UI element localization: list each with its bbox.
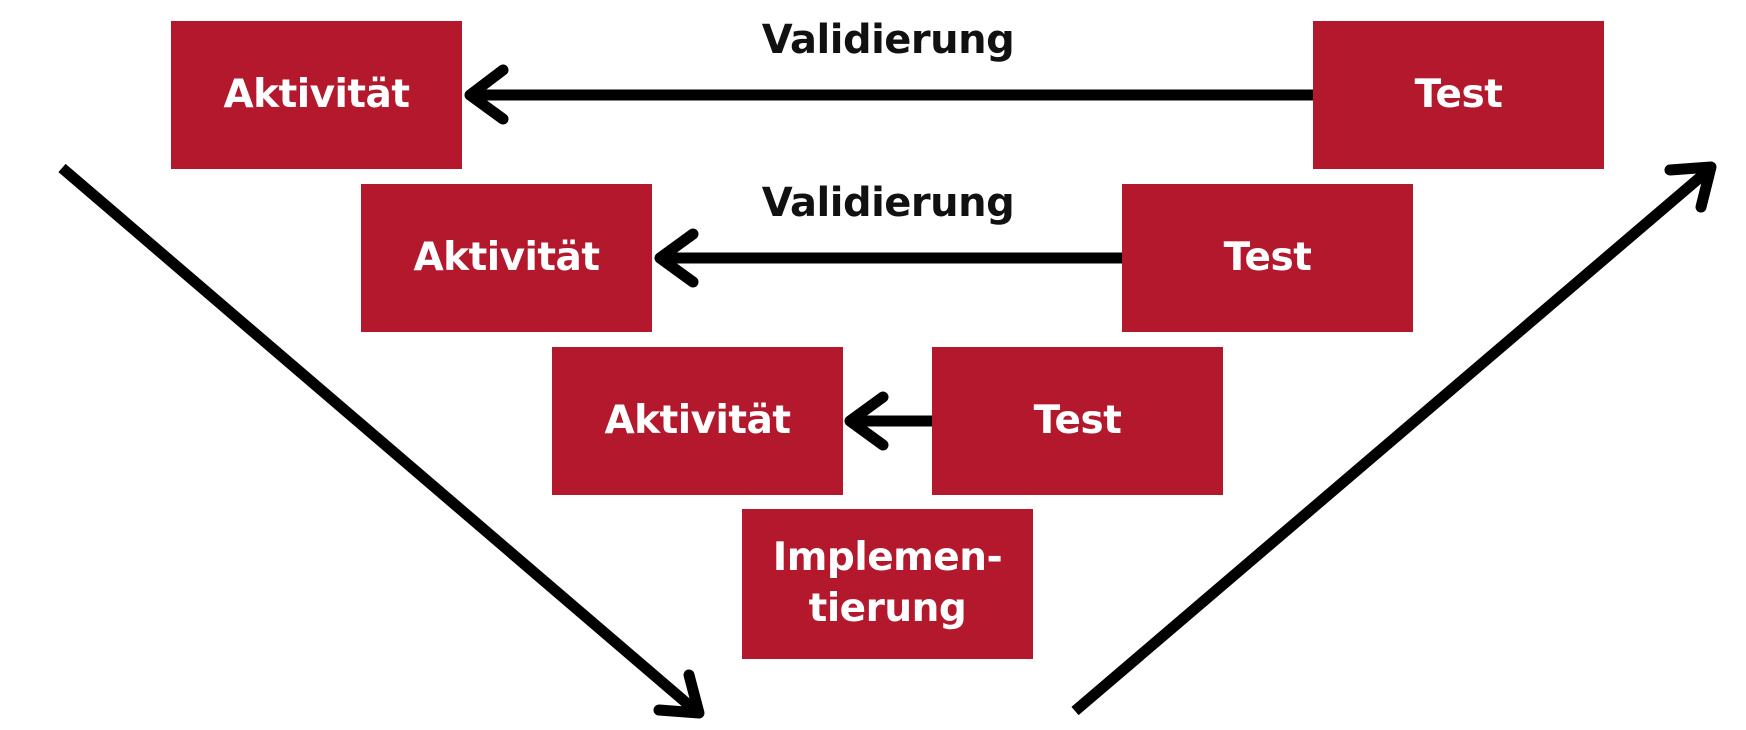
validation-arrowhead-3 [844, 391, 889, 451]
validation-arrowhead-2 [654, 228, 699, 288]
validation-arrowhead-1 [464, 64, 509, 125]
test-label-3: Test [1033, 397, 1122, 443]
activity-box-1: Aktivität [171, 21, 462, 169]
ascending-arrow [1071, 163, 1715, 716]
test-box-2: Test [1122, 184, 1413, 332]
implementation-label: Implemen- tierung [772, 535, 1003, 631]
test-box-1: Test [1313, 21, 1604, 169]
validation-label-1: Validierung [761, 17, 1015, 63]
ascending-arrowhead [1664, 161, 1717, 213]
validation-label-2: Validierung [761, 180, 1015, 226]
activity-box-2: Aktivität [361, 184, 652, 332]
activity-label-3: Aktivität [604, 397, 791, 443]
test-label-1: Test [1414, 71, 1503, 117]
test-label-2: Test [1223, 234, 1312, 280]
descending-arrowhead [653, 669, 705, 719]
descending-arrow [58, 163, 701, 717]
implementation-box: Implemen- tierung [742, 509, 1033, 659]
activity-label-2: Aktivität [413, 234, 600, 280]
activity-label-1: Aktivität [223, 71, 410, 117]
test-box-3: Test [932, 347, 1223, 495]
activity-box-3: Aktivität [552, 347, 843, 495]
